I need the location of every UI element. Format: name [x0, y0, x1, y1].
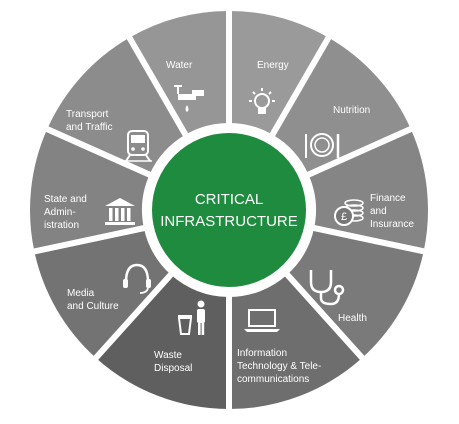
segment-finance-label-line-2: and	[370, 206, 387, 217]
segment-transport-label-line-1: Transport	[66, 109, 109, 120]
segment-state-label-line-1: State and	[44, 194, 87, 205]
center-title-line-1: CRITICAL	[195, 191, 263, 208]
waste-bin-person-icon	[177, 300, 205, 335]
segment-it-label-line-1: Information	[237, 348, 287, 359]
lightbulb-icon	[249, 88, 275, 114]
segment-energy-label-line-1: Energy	[257, 60, 289, 71]
segment-state-label-line-2: Admin-	[44, 207, 76, 218]
segment-transport-label-line-2: and Traffic	[66, 122, 113, 133]
segment-it-label-line-3: communications	[237, 374, 309, 385]
stethoscope-icon	[309, 270, 345, 306]
faucet-icon	[174, 85, 204, 112]
center-circle	[146, 127, 312, 293]
plate-cutlery-icon	[305, 133, 340, 158]
coins-pound-icon: £	[334, 199, 364, 226]
svg-text:£: £	[341, 211, 347, 223]
segment-water: Water	[123, 4, 232, 142]
headset-icon	[123, 263, 151, 294]
segment-water-wedge	[123, 4, 232, 142]
laptop-icon	[244, 309, 280, 332]
segment-it-label-line-2: Technology & Tele-	[237, 361, 321, 372]
segment-media-label-line-2: and Culture	[67, 301, 119, 312]
segment-finance-label-line-1: Finance	[370, 193, 406, 204]
segment-waste-label-line-1: Waste	[154, 350, 182, 361]
government-building-icon	[105, 198, 135, 225]
segment-finance-label-line-3: Insurance	[370, 219, 414, 230]
segment-nutrition-label-line-1: Nutrition	[333, 105, 370, 116]
segment-health-label-line-1: Health	[338, 313, 367, 324]
center-title-line-2: INFRASTRUCTURE	[160, 213, 298, 230]
segment-media-label-line-1: Media	[67, 288, 95, 299]
segment-waste-label-line-2: Disposal	[154, 363, 192, 374]
train-icon	[124, 130, 152, 162]
segment-water-label-line-1: Water	[166, 60, 193, 71]
segment-state-label-line-3: istration	[44, 220, 79, 231]
